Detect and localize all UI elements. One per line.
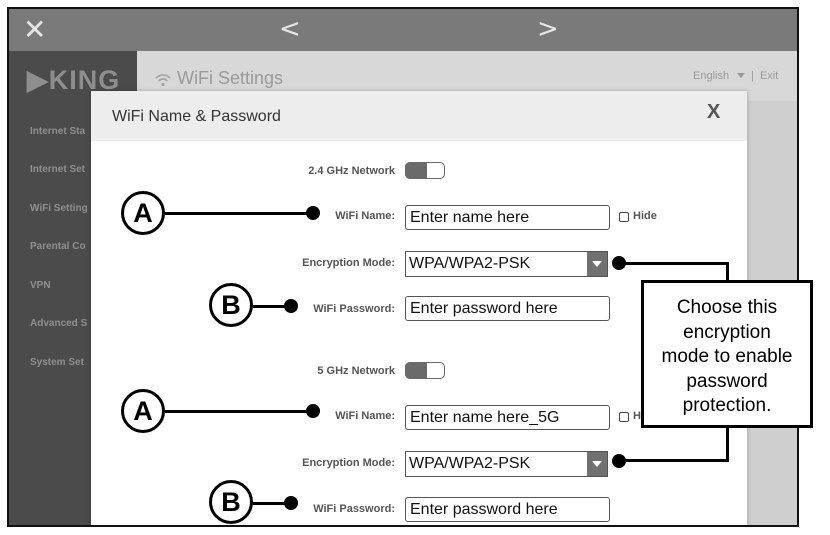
network-24ghz-toggle[interactable]	[405, 162, 445, 179]
wifi-name-input-5ghz[interactable]: Enter name here_5G	[405, 405, 610, 430]
header-separator: |	[751, 70, 754, 82]
wifi-name-label: WiFi Name:	[335, 210, 395, 222]
app-frame: ✕ < > ▶KING Internet Sta Internet Set Wi…	[7, 7, 799, 527]
callout-a-dot	[306, 206, 320, 220]
note-line: protection.	[682, 395, 772, 416]
callout-a-circle-5g: A	[121, 389, 165, 433]
chevron-down-icon	[737, 73, 746, 78]
hide-label-24ghz: Hide	[633, 210, 657, 222]
wifi-password-input-5ghz[interactable]: Enter password here	[405, 497, 610, 522]
page-title: WiFi Settings	[155, 68, 283, 89]
wifi-password-label-5g: WiFi Password:	[313, 503, 395, 515]
network-24ghz-label: 2.4 GHz Network	[308, 165, 395, 177]
encryption-mode-label: Encryption Mode:	[302, 257, 395, 269]
toggle-knob	[405, 362, 427, 379]
callout-a-line	[165, 212, 315, 215]
king-logo: ▶KING	[27, 65, 121, 95]
wifi-name-label-5g: WiFi Name:	[335, 410, 395, 422]
encryption-mode-value: WPA/WPA2-PSK	[409, 255, 531, 272]
encryption-mode-value-5g: WPA/WPA2-PSK	[409, 455, 531, 472]
encryption-callout-dot-5ghz	[612, 454, 626, 468]
dialog-title: WiFi Name & Password	[112, 108, 281, 125]
hide-checkbox-24ghz[interactable]	[619, 212, 629, 222]
dropdown-arrow-icon[interactable]	[587, 252, 607, 276]
toggle-knob	[405, 162, 427, 179]
top-nav-bar: ✕ < >	[9, 9, 797, 51]
callout-a-dot-5g	[306, 404, 320, 418]
sidebar-item-internet-status[interactable]: Internet Sta	[30, 126, 86, 137]
encryption-note-box: Choose this encryption mode to enable pa…	[641, 280, 813, 428]
exit-link[interactable]: Exit	[759, 70, 779, 82]
dropdown-arrow-icon[interactable]	[587, 452, 607, 476]
prev-arrow-icon[interactable]: <	[279, 14, 301, 44]
wifi-password-input-24ghz[interactable]: Enter password here	[405, 296, 610, 321]
sidebar-item-vpn[interactable]: VPN	[30, 280, 51, 291]
page-title-text: WiFi Settings	[177, 68, 284, 88]
dialog-close-button[interactable]: X	[707, 101, 721, 123]
hide-label-5ghz: Hi	[633, 410, 644, 422]
callout-b-circle: B	[209, 283, 253, 327]
network-5ghz-label: 5 GHz Network	[317, 365, 395, 377]
wifi-name-input-24ghz[interactable]: Enter name here	[405, 205, 610, 230]
callout-b-dot	[284, 299, 298, 313]
sidebar-item-parental-controls[interactable]: Parental Co	[30, 241, 86, 252]
hide-checkbox-5ghz[interactable]	[619, 412, 629, 422]
next-arrow-icon[interactable]: >	[537, 14, 559, 44]
sidebar-item-advanced-settings[interactable]: Advanced S	[30, 318, 88, 329]
note-line: mode to enable	[661, 346, 793, 367]
encryption-connector-bottom	[619, 459, 729, 462]
callout-b-circle-5g: B	[209, 480, 253, 524]
sidebar-item-wifi-settings[interactable]: WiFi Setting	[30, 203, 88, 214]
sidebar-item-internet-settings[interactable]: Internet Set	[30, 164, 86, 175]
callout-b-dot-5g	[284, 496, 298, 510]
network-5ghz-toggle[interactable]	[405, 362, 445, 379]
wifi-name-password-dialog: WiFi Name & Password X 2.4 GHz Network W…	[91, 91, 747, 525]
close-icon[interactable]: ✕	[23, 13, 47, 46]
note-line: encryption	[683, 321, 771, 343]
encryption-mode-select-24ghz[interactable]: WPA/WPA2-PSK	[405, 251, 608, 277]
dialog-header: WiFi Name & Password X	[91, 91, 747, 141]
note-line: password	[686, 370, 768, 392]
callout-a-line-5g	[165, 410, 315, 413]
encryption-mode-select-5ghz[interactable]: WPA/WPA2-PSK	[405, 451, 608, 477]
encryption-mode-label-5g: Encryption Mode:	[302, 457, 395, 469]
callout-b-line	[253, 305, 293, 308]
note-line: Choose this	[676, 297, 778, 318]
wifi-password-label: WiFi Password:	[313, 303, 395, 315]
sidebar-item-system-settings[interactable]: System Set	[30, 357, 84, 368]
wifi-icon	[155, 74, 171, 87]
language-selector[interactable]: English | Exit	[693, 70, 778, 82]
callout-a-circle: A	[121, 191, 165, 235]
language-label: English	[693, 70, 730, 82]
encryption-connector-top	[619, 262, 729, 265]
callout-b-line-5g	[253, 502, 293, 505]
